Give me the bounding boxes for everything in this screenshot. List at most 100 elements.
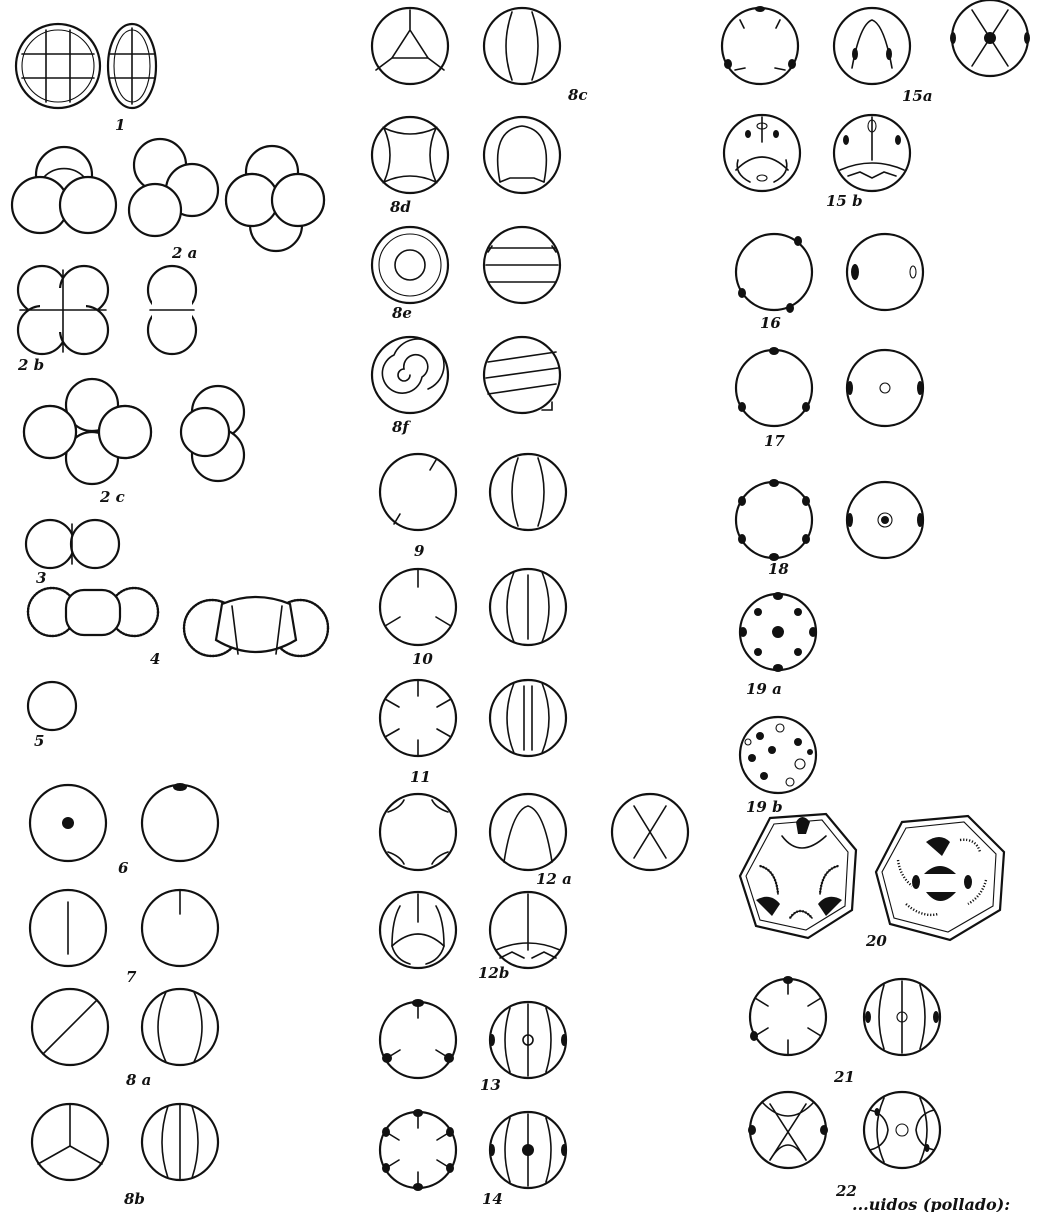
figure-8b-label: 8b <box>124 1190 145 1208</box>
figure-10-label: 10 <box>412 650 433 668</box>
figure-2c: 2 c <box>24 379 244 506</box>
figure-13-polar <box>380 999 456 1078</box>
figure-2a-tetrad-2 <box>129 139 218 236</box>
figure-1-label: 1 <box>115 116 125 134</box>
figure-5: 5 <box>28 682 76 750</box>
figure-15a-oblique <box>950 0 1030 76</box>
figure-8f-polar <box>372 337 448 413</box>
figure-2b-tetrad-side <box>148 266 196 354</box>
figure-1: 1 <box>16 24 156 134</box>
figure-7-equatorial <box>142 890 218 966</box>
figure-12b-equatorial <box>490 892 566 968</box>
figure-12a-label: 12 a <box>536 870 572 888</box>
figure-11-polar <box>380 680 456 756</box>
figure-19a-label: 19 a <box>746 680 782 698</box>
figure-8c-label: 8c <box>568 86 588 104</box>
figure-9: 9 <box>380 454 566 560</box>
figure-2a-label: 2 a <box>171 244 197 262</box>
figure-13-label: 13 <box>480 1076 501 1094</box>
figure-8a: 8 a <box>32 989 218 1089</box>
figure-8c-equatorial <box>484 8 560 84</box>
figure-8b-polar <box>32 1104 108 1180</box>
figure-2b: 2 b <box>17 266 196 374</box>
figure-10: 10 <box>380 569 566 668</box>
figure-11-equatorial <box>490 680 566 756</box>
figure-8a-polar <box>32 989 108 1065</box>
figure-2b-tetrad-polar <box>18 266 108 354</box>
figure-2b-label: 2 b <box>17 356 44 374</box>
caption-fragment: ...uidos (pollado): <box>852 1195 1010 1212</box>
figure-15b-polar <box>724 115 800 191</box>
figure-16: 16 <box>736 234 923 332</box>
figure-10-polar <box>380 569 456 645</box>
figure-4-pinus-type-side <box>184 597 328 656</box>
figure-6: 6 <box>30 783 218 877</box>
figure-21-label: 21 <box>833 1068 855 1086</box>
figure-8f-equatorial <box>484 337 560 413</box>
figure-6-equatorial <box>142 783 218 861</box>
figure-8f: 8f <box>372 337 560 436</box>
figure-22: 22 <box>748 1092 940 1200</box>
figure-4-label: 4 <box>150 650 160 668</box>
figure-15a: 15a <box>722 0 1030 105</box>
figure-13-equatorial <box>489 1002 567 1078</box>
figure-18-polar <box>736 479 812 561</box>
figure-12b-polar <box>380 892 456 968</box>
figure-15a-equatorial <box>834 8 910 84</box>
figure-3: 3 <box>26 520 119 587</box>
figure-8d: 8d <box>372 117 560 216</box>
figure-6-label: 6 <box>118 859 129 877</box>
figure-7-polar <box>30 890 106 966</box>
figure-8e-label: 8e <box>392 304 412 322</box>
figure-4: 4 <box>28 588 328 668</box>
figure-17: 17 <box>736 347 923 450</box>
figure-19b-label: 19 b <box>746 798 783 816</box>
figure-12b-label: 12b <box>478 964 509 982</box>
figure-2a-tetrad-1 <box>12 147 116 233</box>
figure-2c-label: 2 c <box>99 488 125 506</box>
figure-20-label: 20 <box>865 932 887 950</box>
figure-12a-oblique <box>612 794 688 870</box>
figure-12b: 12b <box>380 892 566 982</box>
figure-21-equatorial <box>864 979 940 1055</box>
figure-9-label: 9 <box>414 542 425 560</box>
figure-15a-label: 15a <box>902 87 933 105</box>
figure-8c-polar <box>372 8 448 84</box>
figure-11-label: 11 <box>410 768 431 786</box>
figure-2c-tetrad-rhomboid <box>24 379 151 484</box>
figure-8a-equatorial <box>142 989 218 1065</box>
figure-3-label: 3 <box>36 569 46 587</box>
figure-2a: 2 a <box>12 139 324 262</box>
figure-12a-equatorial <box>490 794 566 870</box>
figure-15b-label: 15 b <box>826 192 863 210</box>
figure-17-polar <box>736 347 812 426</box>
figure-14-polar <box>380 1109 456 1191</box>
figure-8d-polar <box>372 117 448 193</box>
figure-19a: 19 a <box>739 592 817 698</box>
figure-20: 20 <box>740 814 1004 950</box>
figure-11: 11 <box>380 680 566 786</box>
figure-12a: 12 a <box>380 794 688 888</box>
figure-22-equatorial <box>864 1092 940 1168</box>
figure-9-equatorial <box>490 454 566 530</box>
figure-13: 13 <box>380 999 567 1094</box>
figure-16-label: 16 <box>760 314 781 332</box>
figure-8c: 8c <box>372 8 588 104</box>
figure-17-label: 17 <box>764 432 785 450</box>
figure-9-polar <box>380 454 456 530</box>
figure-12a-polar <box>380 794 456 870</box>
figure-8d-equatorial <box>484 117 560 193</box>
figure-22-polar <box>748 1092 828 1168</box>
figure-8e-equatorial <box>484 227 560 303</box>
figure-4-pinus-type-polar <box>28 588 158 636</box>
figure-8b-equatorial <box>142 1104 218 1180</box>
figure-6-polar <box>30 785 106 861</box>
figure-17-equatorial <box>847 350 923 426</box>
figure-1-polar-view <box>16 24 100 108</box>
figure-18-equatorial <box>847 482 923 558</box>
figure-14-equatorial <box>489 1112 567 1188</box>
figure-16-polar <box>736 234 812 313</box>
figure-16-equatorial <box>847 234 923 310</box>
figure-14-label: 14 <box>482 1190 503 1208</box>
